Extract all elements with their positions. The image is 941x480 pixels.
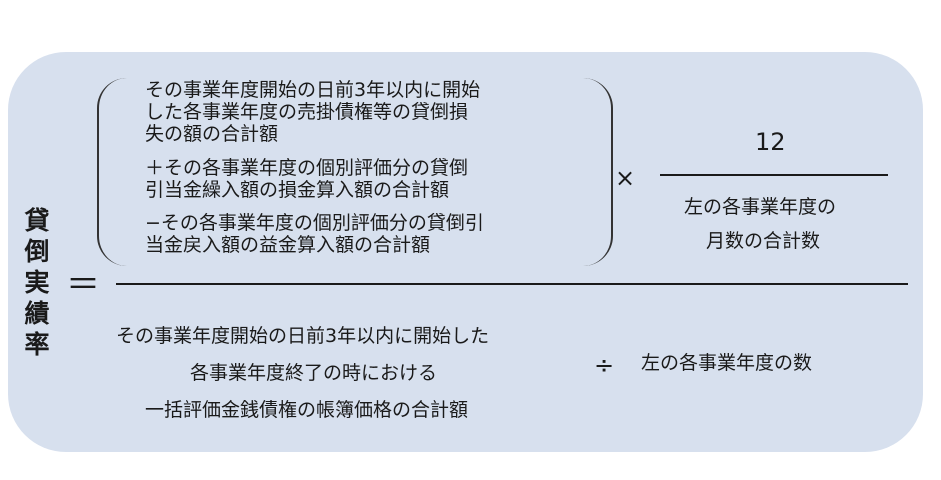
denominator-line: 一括評価金銭債権の帳簿価格の合計額	[145, 399, 469, 421]
formula-panel	[8, 52, 923, 452]
months-denominator-line: 月数の合計数	[706, 230, 821, 252]
title-char: 実	[24, 268, 50, 297]
numerator-line: した各事業年度の売掛債権等の貸倒損	[145, 101, 469, 123]
title-char: 貸	[24, 206, 50, 235]
numerator-line: 失の額の合計額	[145, 123, 279, 145]
multiply-sign: ×	[615, 164, 636, 192]
numerator-bracket	[97, 78, 613, 266]
divide-sign: ÷	[594, 351, 615, 379]
numerator-line: 引当金繰入額の損金算入額の合計額	[145, 179, 450, 201]
main-fraction-bar	[116, 283, 908, 285]
numerator-line: 当金戻入額の益金算入額の合計額	[145, 234, 431, 256]
numerator-line: ＋その各事業年度の個別評価分の貸倒	[145, 157, 469, 179]
denominator-line: その事業年度開始の日前3年以内に開始した	[116, 325, 490, 347]
denominator-line: 各事業年度終了の時における	[190, 362, 438, 384]
year-count-text: 左の各事業年度の数	[641, 352, 813, 374]
months-numerator: 12	[755, 128, 786, 156]
sub-fraction-bar	[660, 174, 888, 176]
title-char: 率	[24, 330, 50, 359]
numerator-line: −その各事業年度の個別評価分の貸倒引	[145, 212, 484, 234]
title-char: 倒	[24, 237, 50, 266]
numerator-line: その事業年度開始の日前3年以内に開始	[145, 79, 481, 101]
months-denominator-line: 左の各事業年度の	[684, 196, 837, 218]
title-char: 績	[24, 299, 50, 328]
formula-title: 貸 倒 実 績 率	[20, 205, 54, 360]
equals-sign: ＝	[66, 265, 100, 305]
